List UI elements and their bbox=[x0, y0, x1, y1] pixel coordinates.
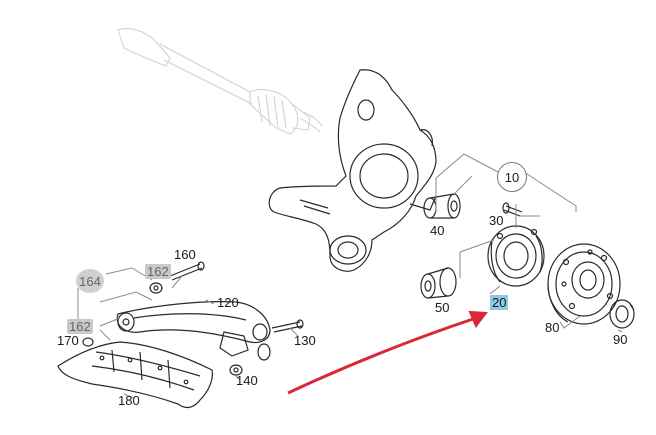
cover-panel-180 bbox=[57, 341, 213, 409]
nut-140 bbox=[229, 364, 243, 376]
callout-162-bottom[interactable]: 162 bbox=[67, 319, 93, 334]
washer-170 bbox=[82, 337, 94, 347]
bolt-160 bbox=[169, 261, 205, 281]
callout-80[interactable]: 80 bbox=[545, 320, 560, 335]
callout-162-top[interactable]: 162 bbox=[145, 264, 171, 279]
nut-162-top bbox=[149, 282, 163, 294]
callout-10[interactable]: 10 bbox=[497, 162, 527, 192]
bushing-40 bbox=[423, 193, 461, 219]
callout-160[interactable]: 160 bbox=[174, 247, 196, 262]
bolt-130 bbox=[271, 319, 304, 333]
callout-40[interactable]: 40 bbox=[430, 223, 445, 238]
callout-20-highlighted[interactable]: 20 bbox=[490, 295, 509, 310]
highlight-arrow bbox=[287, 310, 488, 395]
bushing-50 bbox=[420, 267, 457, 299]
wheel-hub-80 bbox=[547, 243, 621, 325]
callout-140[interactable]: 140 bbox=[236, 373, 258, 388]
callout-180[interactable]: 180 bbox=[118, 393, 140, 408]
callout-130[interactable]: 130 bbox=[294, 333, 316, 348]
control-arm-120 bbox=[116, 301, 271, 361]
callout-120[interactable]: 120 bbox=[217, 295, 239, 310]
callout-164[interactable]: 164 bbox=[76, 269, 104, 293]
callout-90[interactable]: 90 bbox=[613, 332, 628, 347]
wheel-bearing-20 bbox=[487, 225, 545, 287]
hub-nut-90 bbox=[609, 299, 635, 329]
drive-shaft bbox=[117, 28, 323, 135]
wheel-carrier bbox=[268, 69, 437, 272]
callout-50[interactable]: 50 bbox=[435, 300, 450, 315]
bolt-30 bbox=[502, 202, 523, 217]
callout-170[interactable]: 170 bbox=[57, 333, 79, 348]
callout-30[interactable]: 30 bbox=[489, 213, 504, 228]
